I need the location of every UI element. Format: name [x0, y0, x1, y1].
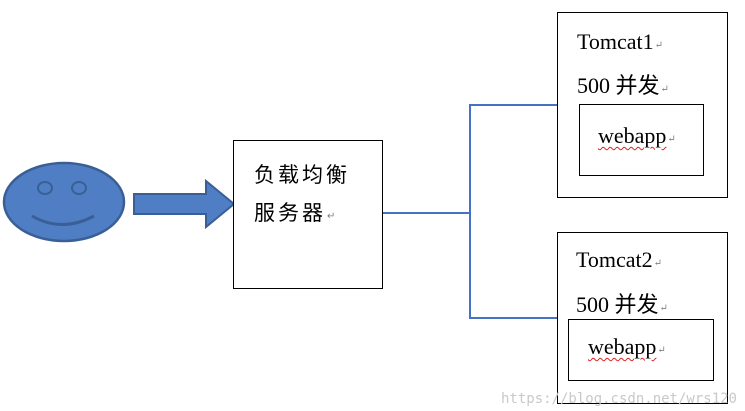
connector-vertical: [469, 104, 471, 319]
connector-to-tomcat1: [469, 104, 557, 106]
tomcat2-server-box: Tomcat2↵ 500 并发↵ webapp↵: [557, 232, 728, 404]
tomcat1-webapp-label: webapp↵: [598, 123, 676, 148]
tomcat1-webapp-box: webapp↵: [579, 104, 704, 176]
load-balancer-box: 负载均衡 服务器↵: [233, 140, 383, 289]
load-balancer-label-line2: 服务器↵: [254, 201, 339, 225]
tomcat1-server-box: Tomcat1↵ 500 并发↵ webapp↵: [557, 12, 728, 198]
smiley-face-icon: [2, 161, 126, 243]
load-balancer-label-line1: 负载均衡: [254, 163, 350, 187]
connector-to-tomcat2: [469, 317, 557, 319]
tomcat1-capacity: 500 并发↵: [577, 73, 669, 98]
tomcat2-webapp-label: webapp↵: [588, 334, 666, 359]
tomcat2-capacity: 500 并发↵: [576, 292, 668, 317]
arrow-right-icon: [133, 178, 236, 230]
tomcat2-name: Tomcat2↵: [576, 247, 663, 272]
watermark: https://blog.csdn.net/wrs120: [500, 391, 737, 407]
tomcat1-name: Tomcat1↵: [577, 29, 664, 54]
tomcat2-webapp-box: webapp↵: [568, 319, 714, 381]
connector-lb-out: [383, 212, 470, 214]
